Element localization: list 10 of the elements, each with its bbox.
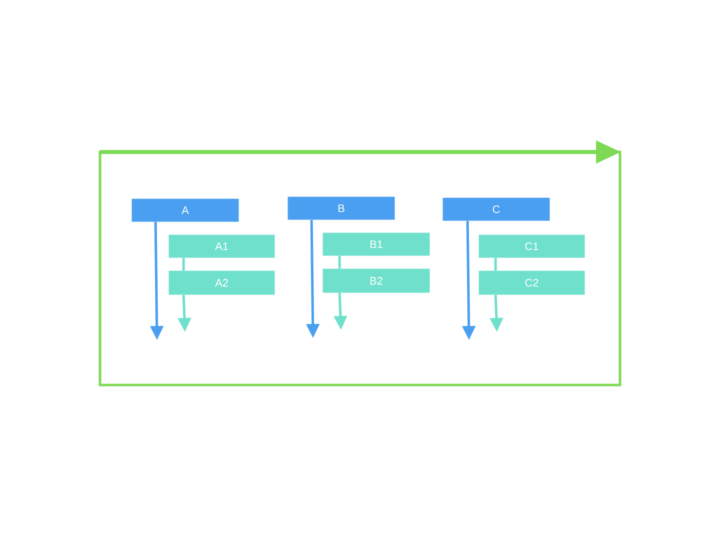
item-box: B1 — [322, 232, 430, 256]
item-box: C2 — [478, 270, 585, 295]
item-box: B2 — [322, 268, 430, 293]
header-box: A — [132, 198, 239, 222]
header-box: B — [288, 196, 395, 220]
header-box: C — [442, 198, 550, 221]
frame-box — [98, 150, 622, 386]
item-box: A1 — [168, 234, 275, 258]
item-box: A2 — [168, 270, 275, 295]
item-box: C1 — [478, 234, 585, 258]
